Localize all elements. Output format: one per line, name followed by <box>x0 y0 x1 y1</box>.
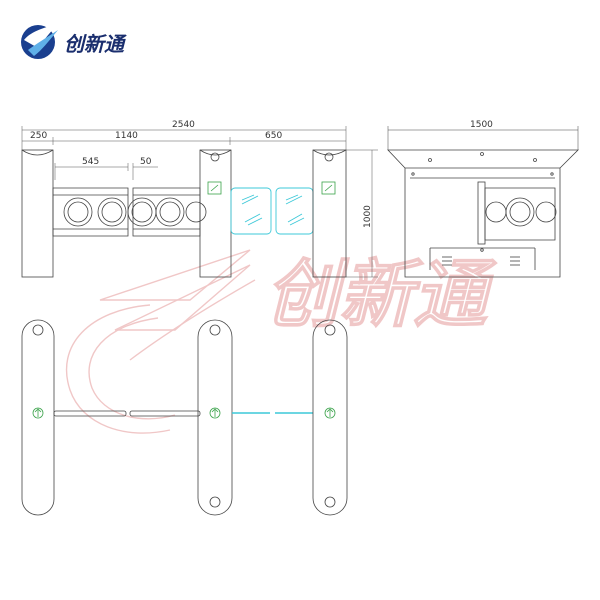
watermark-text: 创新通 <box>265 252 497 338</box>
dim-545: 545 <box>82 157 99 167</box>
dim-total-width: 2540 <box>172 120 195 130</box>
left-pod <box>21 319 55 516</box>
dim-side-width: 250 <box>30 131 47 141</box>
left-post <box>21 149 54 278</box>
exit-indicator-icon <box>321 181 336 195</box>
right-post-sensor-icon <box>324 152 334 162</box>
dim-50: 50 <box>140 157 152 167</box>
brand-logo: 创新通 <box>21 22 127 59</box>
vent-right-icon <box>510 256 520 266</box>
glass-wings <box>230 187 314 235</box>
front-view: 2540 250 1140 650 545 50 1000 <box>21 120 378 278</box>
center-arrow-icon <box>209 407 221 419</box>
dimension-lines <box>21 126 378 278</box>
left-barrier-panel <box>52 187 129 237</box>
right-pod-sensor-icon <box>324 324 336 336</box>
side-view: 1500 <box>387 120 579 278</box>
left-pod-sensor-icon <box>32 324 44 336</box>
vent-left-icon <box>442 256 452 266</box>
center-post-sensor-icon <box>210 152 220 162</box>
right-arrow-icon <box>324 407 336 419</box>
left-barrier-panel-2 <box>127 187 207 237</box>
watermark-logo: 创新通 <box>65 249 498 434</box>
swoosh-logo-icon <box>21 22 60 59</box>
right-post <box>312 149 347 278</box>
barrier-arm <box>477 181 486 245</box>
dim-height: 1000 <box>363 205 373 228</box>
center-pod <box>197 319 233 516</box>
top-view <box>21 319 348 516</box>
left-post-top-curve <box>21 149 54 156</box>
dim-1140: 1140 <box>115 131 138 141</box>
brand-name: 创新通 <box>64 32 127 56</box>
dim-side-width: 1500 <box>470 120 493 130</box>
center-pod-sensor-icon <box>209 324 221 336</box>
left-arrow-icon <box>32 407 44 419</box>
right-pod <box>312 319 348 516</box>
entry-indicator-icon <box>207 181 222 195</box>
dim-650: 650 <box>265 131 282 141</box>
